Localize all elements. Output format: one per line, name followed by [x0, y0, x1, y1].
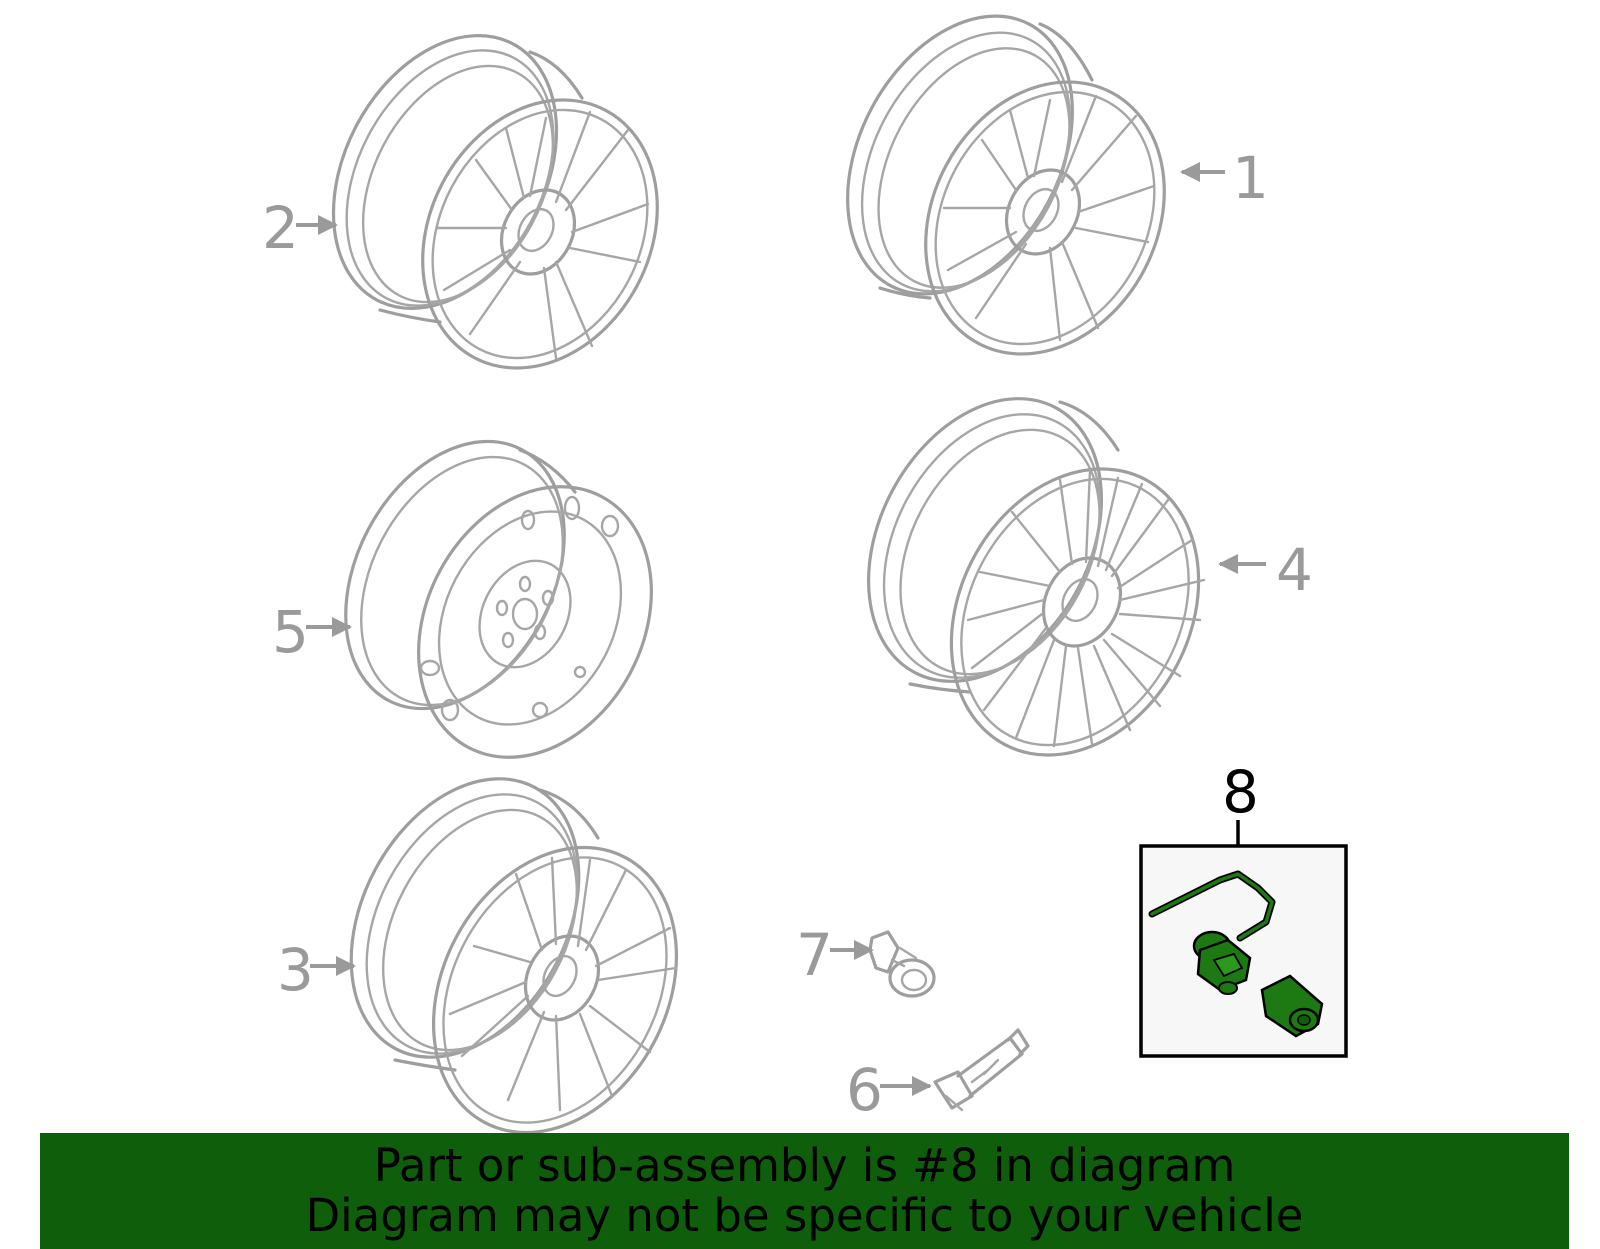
callout-3: 3 — [277, 936, 314, 1004]
callout-8: 8 — [1222, 758, 1259, 826]
callout-6: 6 — [846, 1056, 883, 1124]
callout-4: 4 — [1276, 536, 1313, 604]
callout-5: 5 — [272, 598, 309, 666]
banner-line-2: Diagram may not be specific to your vehi… — [305, 1189, 1304, 1242]
info-banner: Part or sub-assembly is #8 in diagram Di… — [40, 1133, 1569, 1249]
wheel-2-icon[interactable] — [289, 0, 703, 409]
callout-1: 1 — [1232, 144, 1269, 212]
wheel-3-icon[interactable] — [305, 739, 724, 1175]
callout-7: 7 — [796, 921, 833, 989]
valve-stem-kit-box[interactable] — [1139, 844, 1348, 1058]
lug-nut-icon[interactable] — [868, 930, 936, 998]
banner-line-1: Part or sub-assembly is #8 in diagram — [373, 1139, 1236, 1192]
wheel-1-icon[interactable] — [802, 0, 1210, 396]
tpms-valve-stem-icon[interactable] — [933, 1028, 1030, 1112]
callout-2: 2 — [262, 194, 299, 262]
wheel-4-icon[interactable] — [822, 358, 1247, 798]
spare-wheel-icon[interactable] — [302, 404, 697, 798]
valve-stem-kit-icon — [1148, 870, 1324, 1038]
